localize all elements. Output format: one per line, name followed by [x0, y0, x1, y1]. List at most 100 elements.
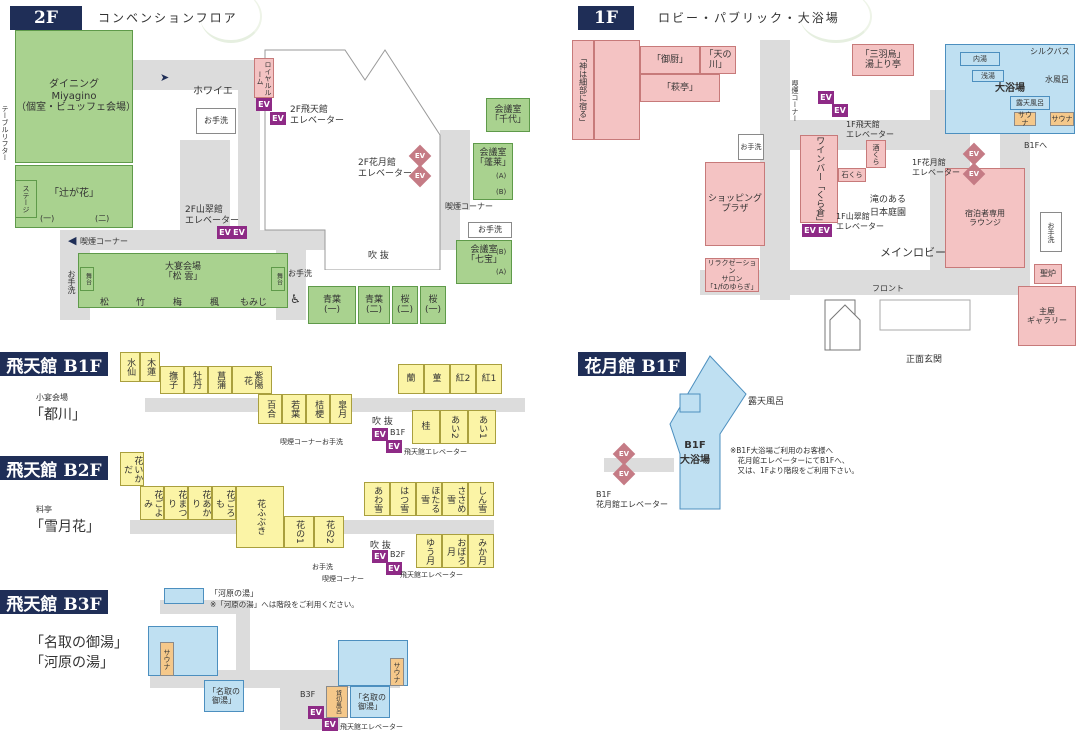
ishikura[interactable]: 石くら — [838, 168, 866, 182]
sanbagarasu[interactable]: 「三羽烏」 湯上り亭 — [852, 44, 914, 76]
wine-bar-kurakura[interactable]: ワインバー「くら倉」 — [800, 135, 838, 226]
hall-momiji: もみじ — [240, 298, 268, 308]
natori-room-left[interactable]: 「名取の 御湯」 — [204, 680, 244, 712]
elevator-hiten-b1f-b[interactable]: EV — [386, 440, 402, 453]
meeting-aoba-2[interactable]: 青葉 (二) — [358, 286, 390, 324]
room-oborozuki[interactable]: おぼろ月 — [442, 534, 468, 568]
restroom-2f-4: お手洗 — [288, 269, 312, 278]
decor-swoosh — [200, 0, 262, 43]
room-botan[interactable]: 牡丹 — [184, 366, 208, 394]
restaurant-shuutei[interactable]: 「萩亭」 — [640, 74, 720, 102]
room-hanano2[interactable]: 花の2 — [314, 516, 344, 548]
kawara-label: 「河原の湯」 — [210, 589, 258, 598]
private-bath[interactable]: 貸切風呂 — [326, 686, 348, 718]
elevator-sansui-2f-b[interactable]: EV — [231, 226, 247, 239]
main-gallery[interactable]: 主屋 ギャラリー — [1018, 286, 1076, 346]
room-hanaikada[interactable]: 花いかだ — [120, 452, 144, 486]
sauna-1f-2: サウナ — [1050, 112, 1074, 126]
room-sasameyuki[interactable]: ささめ雪 — [442, 482, 468, 516]
room-hanaakari[interactable]: 花あかり — [188, 486, 212, 520]
natori-room-right[interactable]: 「名取の 御湯」 — [350, 686, 390, 718]
room-beni1[interactable]: 紅1 — [476, 364, 502, 394]
hall-matsu: 松 — [100, 298, 110, 308]
tsujigahana-label: 「辻が花」 — [49, 188, 99, 199]
royal-room[interactable]: ロイヤルルーム — [254, 58, 274, 98]
elevator-hiten-1f-b[interactable]: EV — [832, 104, 848, 117]
room-wakaba[interactable]: 若葉 — [282, 394, 306, 424]
room-ai1[interactable]: あい1 — [468, 410, 496, 444]
smoking-b2f: 喫煙コーナー — [322, 575, 364, 583]
room-hanagoyomi[interactable]: 花ごよみ — [140, 486, 164, 520]
room-awayuki[interactable]: あわ雪 — [364, 482, 390, 516]
room-satsuki[interactable]: 皐月 — [330, 394, 352, 424]
elevator-hiten-b2f-a[interactable]: EV — [372, 550, 388, 563]
room-katsura[interactable]: 桂 — [412, 410, 440, 444]
seiro[interactable]: 聖炉 — [1034, 264, 1062, 284]
room-hanafubuki[interactable]: 花ふぶき — [236, 486, 284, 548]
elevator-hiten-1f-a[interactable]: EV — [818, 91, 834, 104]
room-mokuren[interactable]: 木蓮 — [140, 352, 160, 382]
room-hanano1[interactable]: 花の1 — [284, 516, 314, 548]
meeting-chiyo[interactable]: 会議室 「千代」 — [486, 98, 530, 132]
room-yuri[interactable]: 百合 — [258, 394, 282, 424]
elevator-hiten-2f[interactable]: EV — [256, 98, 272, 111]
elevator-hiten-2f-b[interactable]: EV — [270, 112, 286, 125]
kagetsu-ev-label-2f: 2F花月館 エレベーター — [358, 158, 413, 179]
room-ai2[interactable]: あい2 — [440, 410, 468, 444]
meeting-sakura-2[interactable]: 桜 (二) — [392, 286, 418, 324]
sauna-1f-1: サウナ — [1014, 111, 1036, 127]
hall-kaede: 楓 — [210, 298, 220, 308]
meeting-sakura-1[interactable]: 桜 (一) — [420, 286, 446, 324]
elevator-sansui-2f-a[interactable]: EV — [217, 226, 233, 239]
kagetsu-bath-shape — [669, 355, 747, 510]
decor-swoosh — [800, 0, 872, 43]
smoking-b1f: 喫煙コーナー — [280, 438, 322, 446]
elevator-kagetsu-1f-b[interactable]: EV — [962, 162, 986, 186]
room-shinyuki[interactable]: しん雪 — [468, 482, 494, 516]
room-mikazuki[interactable]: みか月 — [468, 534, 494, 568]
guest-lounge[interactable]: 宿泊者専用 ラウンジ — [945, 168, 1025, 268]
shopping-plaza[interactable]: ショッピング プラザ — [705, 162, 765, 246]
room-hanagoromo[interactable]: 花ごろも — [212, 486, 236, 520]
shichiho-b-label: (B) — [496, 248, 507, 256]
room-nadeshiko[interactable]: 撫子 — [160, 366, 184, 394]
restaurant-amanogawa[interactable]: 「天の川」 — [700, 46, 736, 74]
elevator-sansui-1f-b[interactable]: EV — [816, 224, 832, 237]
room-ayame[interactable]: 菖蒲 — [208, 366, 232, 394]
elevator-kagetsu-b1f-b[interactable]: EV — [612, 462, 636, 486]
elevator-sansui-1f-a[interactable]: EV — [802, 224, 818, 237]
stage-left: 舞台 — [80, 267, 94, 291]
dining-miyagino[interactable]: ダイニング Miyagino （個室・ビュッフェ会場） — [15, 30, 136, 163]
silkbath-label: シルクバス — [1030, 47, 1070, 56]
room-ajisai[interactable]: 紫陽花 — [232, 366, 272, 394]
room-hotaruyuki[interactable]: ほたる雪 — [416, 482, 442, 516]
restaurant-gochu[interactable]: 「御厨」 — [640, 46, 700, 74]
room-kikyo[interactable]: 桔梗 — [306, 394, 330, 424]
meeting-aoba-1[interactable]: 青葉 (一) — [308, 286, 356, 324]
room-hatsuyuki[interactable]: はつ雪 — [390, 482, 416, 516]
relaxation-salon[interactable]: リラクゼーション サロン 「1/fのゆらぎ」 — [705, 258, 759, 292]
room-yuzuki[interactable]: ゆう月 — [416, 534, 442, 568]
room-sumire[interactable]: 菫 — [424, 364, 450, 394]
hiten-ev-label-2f: 2F飛天館 エレベーター — [290, 105, 345, 126]
sakekura[interactable]: 酒くら — [866, 140, 886, 168]
elevator-hiten-b1f-a[interactable]: EV — [372, 428, 388, 441]
meeting-horai[interactable]: 会議室 「蓬莱」 — [473, 143, 513, 200]
room-suisen[interactable]: 水仙 — [120, 352, 140, 382]
banquet-shoun[interactable]: 大宴会場 「松 雲」 — [78, 253, 288, 308]
meeting-shichiho[interactable]: 会議室 「七宝」 — [456, 240, 512, 284]
kawara-bath[interactable] — [164, 588, 204, 604]
gallery-kami[interactable]: 「神は細部に宿る」 — [572, 40, 594, 140]
room-beni2[interactable]: 紅2 — [450, 364, 476, 394]
elevator-hiten-b3f-a[interactable]: EV — [308, 706, 324, 719]
entrance-building — [824, 299, 971, 351]
natori-bath-left[interactable] — [148, 626, 218, 676]
elevator-hiten-b2f-b[interactable]: EV — [386, 562, 402, 575]
elevator-kagetsu-2f-b[interactable]: EV — [408, 164, 432, 188]
room-hanamatsuri[interactable]: 花まつり — [164, 486, 188, 520]
room-ran[interactable]: 蘭 — [398, 364, 424, 394]
ev-label-b1f: 飛天館エレベーター — [404, 448, 467, 456]
front-desk-label: フロント — [872, 284, 904, 293]
venue-name-b3f-1: 「名取の御湯」 — [30, 635, 128, 651]
elevator-hiten-b3f-b[interactable]: EV — [322, 718, 338, 731]
